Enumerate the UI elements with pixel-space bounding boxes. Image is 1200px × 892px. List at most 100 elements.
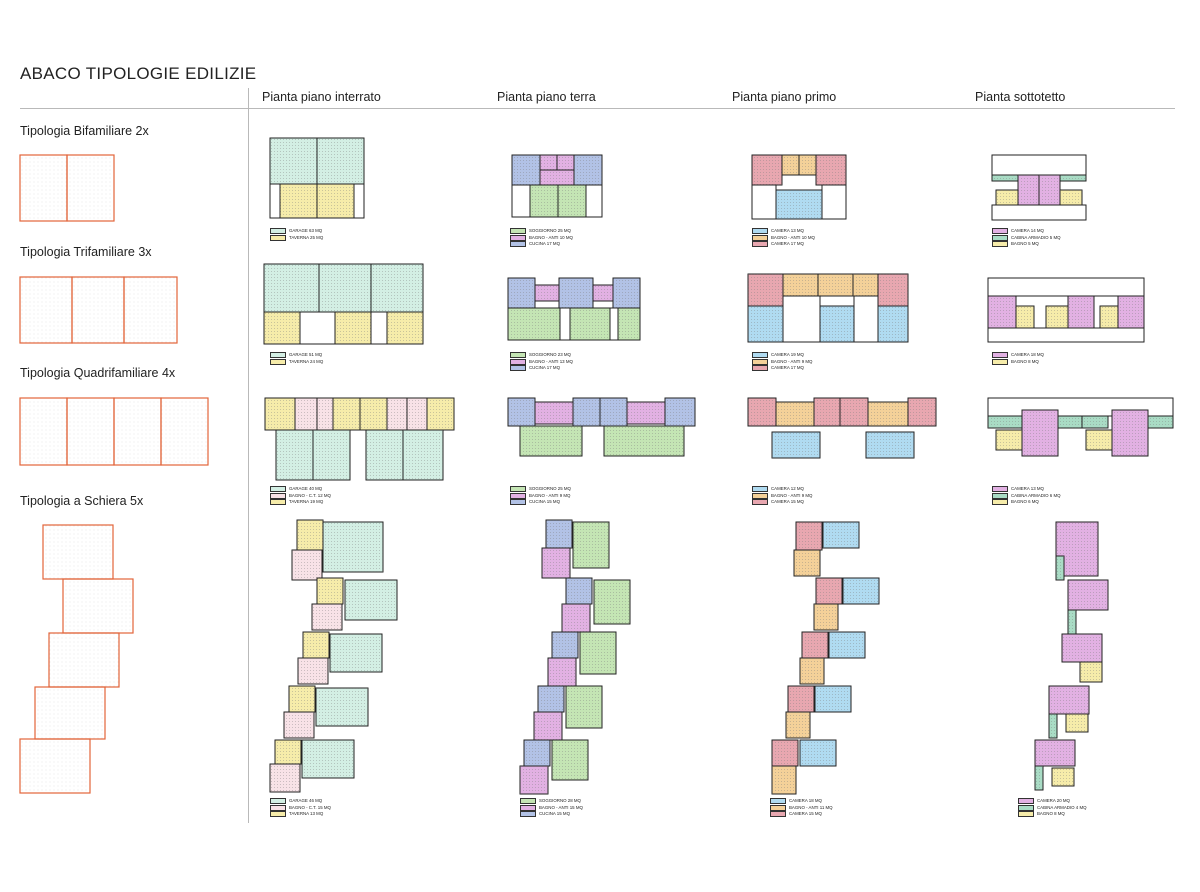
room-texture — [1049, 686, 1089, 714]
legend-label: GARAGE 40 MQ — [289, 486, 323, 491]
room-texture — [317, 398, 333, 430]
legend-r1c2: SOGGIORNO 25 MQ BAGNO - ANTI 10 MQ CUCIN… — [510, 228, 573, 248]
legend-label: CUCINA 15 MQ — [539, 811, 570, 817]
room-texture — [748, 274, 783, 306]
room-texture — [275, 740, 301, 764]
room-texture — [1060, 175, 1086, 181]
room-texture — [618, 308, 640, 340]
room-texture — [1022, 410, 1058, 456]
room-texture — [1035, 740, 1075, 766]
room-texture — [548, 658, 576, 686]
room-texture — [540, 170, 574, 185]
legend-label: BAGNO 8 MQ — [1011, 358, 1039, 364]
swatch — [770, 804, 786, 811]
room-texture — [1066, 714, 1088, 732]
room-texture — [816, 155, 846, 185]
room-texture — [330, 634, 382, 672]
room-texture — [280, 184, 317, 218]
room — [559, 307, 571, 341]
swatch — [270, 234, 286, 241]
legend-label: CAMERA 17 MQ — [771, 365, 804, 371]
room-texture — [796, 522, 822, 550]
swatch — [510, 241, 526, 248]
plan-schiera-primo — [771, 521, 880, 795]
plan-schiera-interrato — [269, 519, 398, 793]
room-texture — [289, 686, 315, 712]
thumbnail-trifamiliare — [19, 276, 178, 344]
swatch — [1018, 811, 1034, 818]
swatch — [510, 365, 526, 372]
room-texture — [786, 712, 810, 738]
legend-label: TAVERNA 25 MQ — [289, 234, 324, 240]
room-texture — [1118, 296, 1144, 328]
room-texture — [345, 580, 397, 620]
row-label-bifamiliare: Tipologia Bifamiliare 2x — [20, 124, 149, 138]
swatch — [770, 811, 786, 818]
column-header-interrato: Pianta piano interrato — [262, 90, 381, 104]
room-texture — [878, 274, 908, 306]
swatch — [520, 811, 536, 818]
room-texture — [1039, 175, 1060, 205]
row-label-trifamiliare: Tipologia Trifamiliare 3x — [20, 245, 152, 259]
swatch — [752, 486, 768, 493]
thumbnail-bifamiliare — [19, 154, 115, 222]
room-texture — [800, 740, 836, 766]
room-texture — [823, 522, 859, 548]
legend-r2c4: CAMERA 18 MQ BAGNO 8 MQ — [992, 352, 1044, 365]
room-texture — [312, 604, 342, 630]
room — [269, 183, 281, 219]
swatch — [752, 241, 768, 248]
legend-r4c2: SOGGIORNO 28 MQ BAGNO - ANTI 15 MQ CUCIN… — [520, 798, 583, 818]
header-divider — [20, 108, 1175, 109]
plan-quadrifamiliare-sottotetto — [987, 397, 1174, 457]
room-texture — [335, 312, 371, 344]
room-texture — [665, 398, 695, 426]
legend-r2c1: GARAGE 51 MQ TAVERNA 24 MQ — [270, 352, 323, 365]
room-texture — [557, 155, 574, 170]
legend-label: GARAGE 51 MQ — [289, 352, 323, 357]
room-texture — [593, 285, 613, 301]
legend-label: CAMERA 18 MQ — [1011, 352, 1044, 357]
legend-label: BAGNO - ANTI 9 MQ — [529, 492, 571, 498]
room-texture — [520, 766, 548, 794]
swatch — [992, 499, 1008, 506]
room — [751, 184, 777, 220]
swatch — [752, 499, 768, 506]
room-texture — [1058, 416, 1082, 428]
room-texture — [752, 155, 782, 185]
room-texture — [319, 264, 371, 312]
legend-label: CAMERA 15 MQ — [771, 499, 804, 505]
room-texture — [264, 264, 319, 312]
legend-label: GARAGE 46 MQ — [289, 798, 323, 803]
swatch — [992, 492, 1008, 499]
swatch — [992, 228, 1008, 235]
room-texture — [613, 278, 640, 308]
column-divider — [248, 88, 249, 823]
legend-label: BAGNO - ANTI 9 MQ — [771, 492, 813, 498]
swatch — [510, 499, 526, 506]
room-texture — [1018, 175, 1039, 205]
room — [853, 295, 879, 343]
swatch — [752, 352, 768, 359]
room-texture — [829, 632, 865, 658]
swatch — [752, 234, 768, 241]
room-texture — [799, 155, 816, 175]
room — [585, 184, 603, 218]
room-texture — [1068, 580, 1108, 610]
swatch — [992, 352, 1008, 359]
legend-r1c1: GARAGE 63 MQ TAVERNA 25 MQ — [270, 228, 323, 241]
room — [782, 295, 821, 343]
legend-label: CUCINA 17 MQ — [529, 241, 560, 247]
room-texture — [270, 764, 300, 792]
legend-r1c4: CAMERA 14 MQ CABINA ARMADIO 5 MQ BAGNO 5… — [992, 228, 1061, 248]
legend-label: BAGNO - C.T. 15 MQ — [289, 804, 331, 810]
room-texture — [276, 430, 313, 480]
room-texture — [627, 402, 665, 424]
swatch — [992, 234, 1008, 241]
room-texture — [783, 274, 818, 296]
plan-trifamiliare-terra — [507, 277, 641, 341]
swatch — [270, 492, 286, 499]
room-texture — [996, 190, 1018, 205]
room-texture — [292, 550, 322, 580]
swatch — [510, 486, 526, 493]
